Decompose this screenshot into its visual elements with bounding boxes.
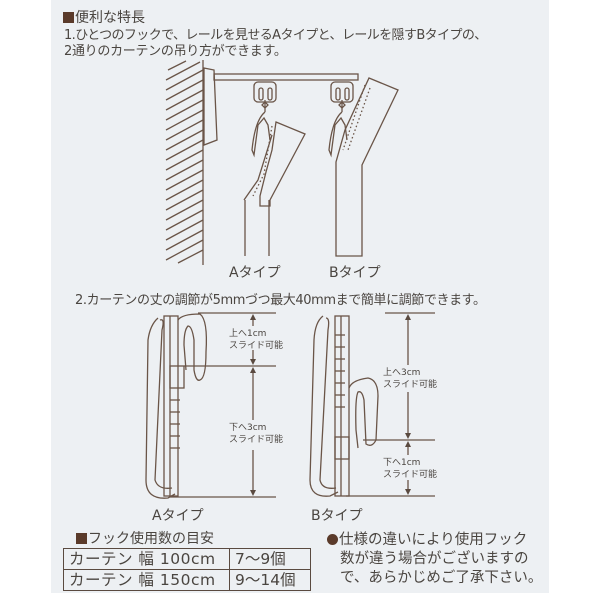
a-down-line1: 下へ3cm [229,423,267,433]
note-line3: で、あらかじめご了承下さい。 [340,570,543,586]
label-type-b: Bタイプ [329,265,381,281]
curtain-width-cell: カーテン 幅 150cm [63,569,230,591]
curtain-width-cell: カーテン 幅 100cm [63,548,230,570]
hook-count-cell: 9〜14個 [229,569,311,591]
label-hook-b: Bタイプ [311,508,363,524]
hook-count-heading: フック使用数の目安 [76,528,214,548]
b-down-line1: 下へ1cm [383,458,421,468]
note-block: 仕様の違いにより使用フック 数が違う場合がございますの で、あらかじめご了承下さ… [327,531,542,588]
section1-line2: 2通りのカーテンの吊り方ができます。 [64,44,287,59]
square-bullet-icon [76,533,87,544]
circle-bullet-icon [327,534,338,545]
note-line2: 数が違う場合がございますの [340,551,529,567]
b-up-line1: 上へ3cm [383,368,421,378]
a-up-line2: スライド可能 [229,341,284,351]
label-hook-a: Aタイプ [152,508,204,524]
label-type-a: Aタイプ [229,265,281,281]
a-up-line1: 上へ1cm [229,329,267,339]
instruction-panel [51,0,549,593]
square-bullet-icon [63,12,74,23]
b-up-line2: スライド可能 [383,380,438,390]
table-row: カーテン 幅 100cm 7〜9個 [63,548,311,570]
section2-line: 2.カーテンの丈の調節が5mmづつ最大40mmまで簡単に調節できます。 [75,293,486,308]
b-down-line2: スライド可能 [383,470,438,480]
section1-heading: 便利な特長 [63,7,145,27]
hook-count-table: カーテン 幅 100cm 7〜9個 カーテン 幅 150cm 9〜14個 [63,548,311,591]
table-row: カーテン 幅 150cm 9〜14個 [63,569,311,591]
hook-count-cell: 7〜9個 [229,548,311,570]
note-line1: 仕様の違いにより使用フック [327,531,542,550]
a-down-line2: スライド可能 [229,435,284,445]
section1-line1: 1.ひとつのフックで、レールを見せるAタイプと、レールを隠すBタイプの、 [64,28,487,43]
